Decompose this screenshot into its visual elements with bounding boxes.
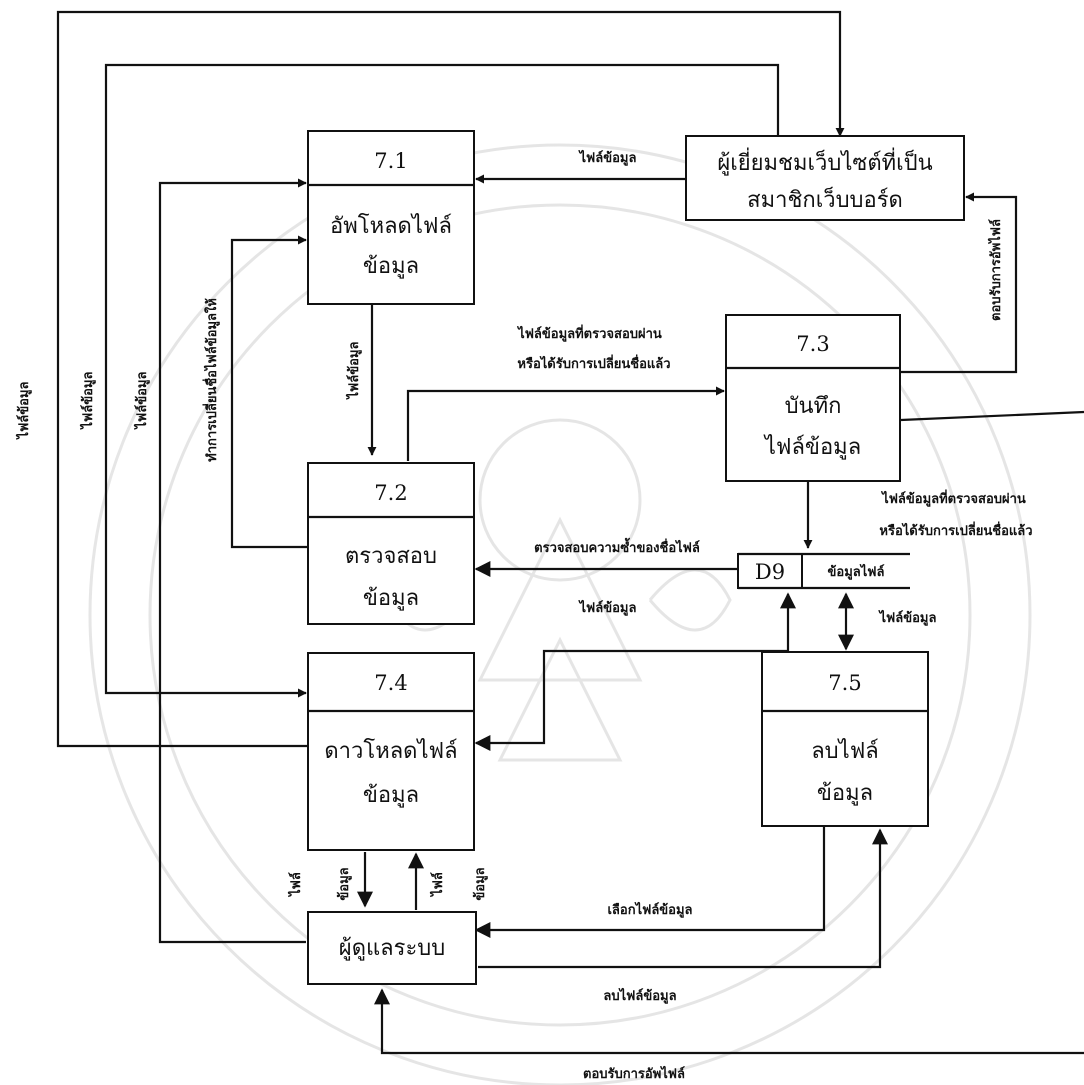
- label-rename-back: ทำการเปลี่ยนชื่อไฟล์ข้อมูลให้: [202, 298, 220, 462]
- flow-line-73-exit-right: [901, 412, 1084, 420]
- process-7-3-label-2: ไฟล์ข้อมูล: [763, 434, 861, 460]
- process-7-1: 7.1 อัพโหลดไฟล์ ข้อมูล: [308, 131, 474, 304]
- process-7-5-label-2: ข้อมูล: [817, 781, 873, 806]
- datastore-d9-name: ข้อมูลไฟล์: [828, 563, 885, 580]
- label-visitor-to-71: ไฟล์ข้อมูล: [578, 149, 637, 166]
- label-select-file: เลือกไฟล์ข้อมูล: [607, 901, 692, 918]
- flow-line-74-to-visitor: [58, 12, 840, 746]
- process-7-2-label-2: ข้อมูล: [363, 586, 419, 611]
- process-7-2-id: 7.2: [374, 481, 407, 505]
- label-d9-to-75: ไฟล์ข้อมูล: [878, 609, 937, 626]
- flow-line-admin-to-75: [478, 830, 880, 967]
- process-7-3: 7.3 บันทึก ไฟล์ข้อมูล: [726, 315, 900, 481]
- entity-visitor-label-2: สมาชิกเว็บบอร์ด: [747, 185, 903, 213]
- label-72-to-73-line1: ไฟล์ข้อมูลที่ตรวจสอบผ่าน: [516, 324, 662, 342]
- label-74-to-admin-b: ข้อมูล: [336, 867, 352, 900]
- datastore-d9: D9 ข้อมูลไฟล์: [738, 554, 910, 588]
- process-7-4: 7.4 ดาวโหลดไฟล์ ข้อมูล: [308, 653, 474, 850]
- label-left-3: ไฟล์ข้อมูล: [133, 372, 150, 431]
- flow-line-ack-to-admin: [382, 990, 1084, 1053]
- label-dup-check: ตรวจสอบความซ้ำของชื่อไฟล์: [534, 537, 700, 556]
- process-7-4-label-2: ข้อมูล: [363, 783, 419, 808]
- datastore-d9-id: D9: [755, 560, 785, 584]
- process-7-5-id: 7.5: [828, 671, 861, 695]
- process-7-4-label-1: ดาวโหลดไฟล์: [324, 738, 457, 764]
- process-7-2: 7.2 ตรวจสอบ ข้อมูล: [308, 463, 474, 624]
- process-7-2-label-1: ตรวจสอบ: [345, 544, 437, 569]
- flow-line-72-to-73: [408, 391, 724, 461]
- entity-admin-label: ผู้ดูแลระบบ: [339, 936, 445, 961]
- label-delete-file: ลบไฟล์ข้อมูล: [603, 987, 676, 1004]
- label-71-to-72: ไฟล์ข้อมูล: [345, 342, 362, 401]
- label-73-to-d9-line1: ไฟล์ข้อมูลที่ตรวจสอบผ่าน: [880, 489, 1026, 507]
- process-7-1-id: 7.1: [374, 149, 407, 173]
- process-7-5: 7.5 ลบไฟล์ ข้อมูล: [762, 652, 928, 826]
- label-72-to-73-line2: หรือได้รับการเปลี่ยนชื่อแล้ว: [517, 354, 670, 372]
- process-7-1-label-1: อัพโหลดไฟล์: [330, 213, 452, 239]
- label-admin-to-74-b: ข้อมูล: [472, 867, 488, 900]
- label-73-to-d9-line2: หรือได้รับการเปลี่ยนชื่อแล้ว: [879, 521, 1032, 539]
- label-ack-upload-right: ตอบรับการอัพไฟล์: [987, 219, 1004, 321]
- flow-line-d9-to-74: [476, 594, 788, 743]
- label-admin-to-74-a: ไฟล์: [429, 872, 446, 898]
- process-7-3-label-1: บันทึก: [785, 394, 842, 419]
- label-left-2: ไฟล์ข้อมูล: [79, 372, 96, 431]
- process-7-1-label-2: ข้อมูล: [363, 254, 419, 279]
- entity-visitor-label-1: ผู้เยี่ยมชมเว็บไซต์ที่เป็น: [717, 147, 932, 176]
- entity-visitor: ผู้เยี่ยมชมเว็บไซต์ที่เป็น สมาชิกเว็บบอร…: [686, 136, 964, 220]
- process-7-4-id: 7.4: [374, 671, 407, 695]
- process-7-5-label-1: ลบไฟล์: [811, 738, 879, 764]
- label-d9-to-74: ไฟล์ข้อมูล: [578, 599, 637, 616]
- label-ack-upload-bottom: ตอบรับการอัพไฟล์: [583, 1065, 685, 1082]
- flow-line-72-to-71: [232, 240, 308, 547]
- label-74-to-admin-a: ไฟล์: [287, 872, 304, 898]
- entity-admin: ผู้ดูแลระบบ: [308, 912, 476, 984]
- label-left-1: ไฟล์ข้อมูล: [15, 382, 32, 441]
- process-7-3-id: 7.3: [796, 332, 829, 356]
